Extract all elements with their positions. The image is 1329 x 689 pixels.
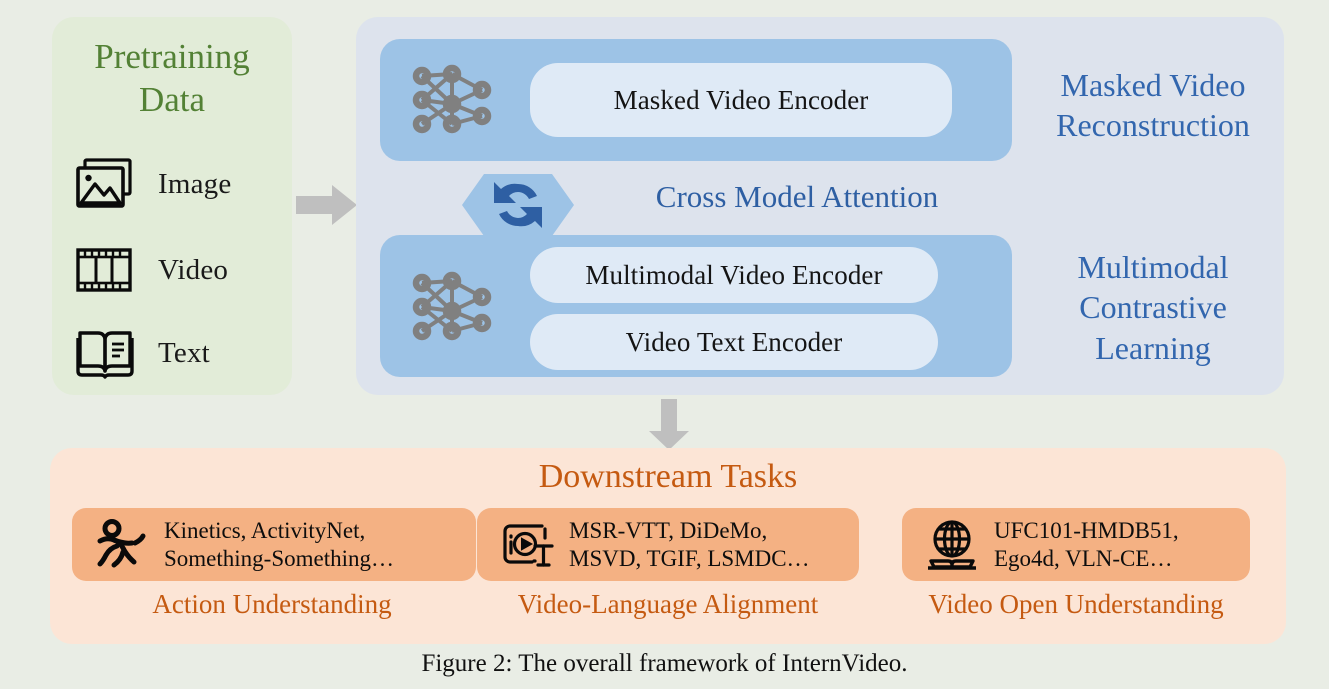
stage-label-masked-reconstruction: Masked Video Reconstruction xyxy=(1056,67,1250,144)
task-caption: Video-Language Alignment xyxy=(517,589,819,619)
task-datasets-chip[interactable]: UFC101-HMDB51, Ego4d, VLN-CE… xyxy=(902,508,1250,581)
task-datasets-text: UFC101-HMDB51, Ego4d, VLN-CE… xyxy=(994,517,1179,571)
task-group-video-open-understanding: UFC101-HMDB51, Ego4d, VLN-CE… Video Open… xyxy=(876,508,1276,620)
neural-network-icon xyxy=(406,58,498,142)
down-arrow-icon xyxy=(647,399,691,451)
image-icon xyxy=(74,155,136,213)
pretraining-item-video: Video xyxy=(74,238,274,302)
masked-video-encoder-block: Masked Video Encoder xyxy=(380,39,1012,161)
task-datasets-text: MSR-VTT, DiDeMo, MSVD, TGIF, LSMDC… xyxy=(569,517,810,571)
task-caption: Action Understanding xyxy=(152,589,392,619)
neural-network-icon xyxy=(406,265,498,349)
pretraining-item-label: Image xyxy=(158,167,232,200)
pretraining-data-panel: Pretraining Data Image xyxy=(52,17,292,395)
video-text-icon xyxy=(499,517,555,573)
downstream-tasks-panel: Downstream Tasks Kineti xyxy=(50,448,1286,644)
figure-caption: Figure 2: The overall framework of Inter… xyxy=(421,650,908,677)
pretraining-data-title: Pretraining Data xyxy=(94,37,250,120)
video-text-encoder-pill[interactable]: Video Text Encoder xyxy=(530,314,938,370)
globe-book-icon xyxy=(924,517,980,573)
pretraining-item-image: Image xyxy=(74,152,274,216)
task-datasets-chip[interactable]: Kinetics, ActivityNet, Something-Somethi… xyxy=(72,508,476,581)
cross-model-attention-label: Cross Model Attention xyxy=(655,179,939,214)
running-person-icon xyxy=(94,517,150,573)
task-caption: Video Open Understanding xyxy=(928,589,1224,619)
pretraining-item-label: Text xyxy=(158,336,210,369)
task-group-action-understanding: Kinetics, ActivityNet, Something-Somethi… xyxy=(72,508,476,620)
model-framework-panel: Masked Video Encoder Cross Model Attenti… xyxy=(356,17,1284,583)
video-film-icon xyxy=(74,241,136,299)
stage-label-contrastive-learning: Multimodal Contrastive Learning xyxy=(1077,249,1229,366)
right-arrow-icon xyxy=(296,183,358,227)
sync-arrows-icon xyxy=(460,172,576,238)
book-icon xyxy=(74,324,136,382)
pretraining-item-text: Text xyxy=(74,321,274,385)
task-datasets-text: Kinetics, ActivityNet, Something-Somethi… xyxy=(164,517,394,571)
masked-video-encoder-pill[interactable]: Masked Video Encoder xyxy=(530,63,952,137)
pretraining-item-label: Video xyxy=(158,253,229,286)
task-group-video-language-alignment: MSR-VTT, DiDeMo, MSVD, TGIF, LSMDC… Vide… xyxy=(468,508,868,620)
downstream-tasks-title: Downstream Tasks xyxy=(538,458,798,495)
task-datasets-chip[interactable]: MSR-VTT, DiDeMo, MSVD, TGIF, LSMDC… xyxy=(477,508,859,581)
multimodal-video-encoder-pill[interactable]: Multimodal Video Encoder xyxy=(530,247,938,303)
multimodal-encoder-block: Multimodal Video Encoder Video Text Enco… xyxy=(380,235,1012,583)
